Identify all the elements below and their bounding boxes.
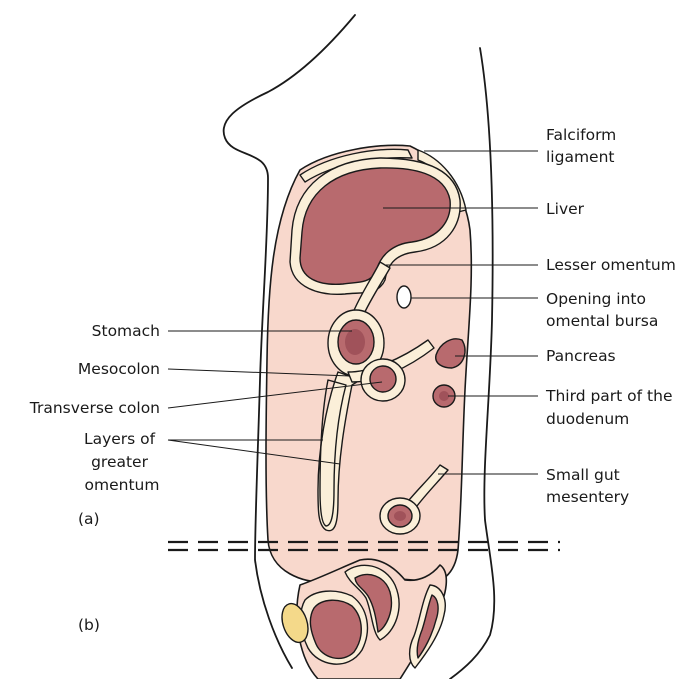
label-panel-a: (a) — [78, 510, 100, 528]
label-stomach: Stomach — [92, 322, 160, 340]
omental-bursa-opening — [397, 286, 411, 308]
small-gut-lumen — [394, 511, 406, 521]
label-greater-omentum: Layers of greater omentum — [84, 430, 160, 494]
label-small-gut: Small gut mesentery — [546, 466, 629, 506]
label-transverse-colon: Transverse colon — [29, 399, 160, 417]
label-falciform: Falciform ligament — [546, 126, 621, 166]
label-mesocolon: Mesocolon — [78, 360, 160, 378]
label-duodenum: Third part of the duodenum — [545, 387, 677, 428]
label-lesser-omentum: Lesser omentum — [546, 256, 676, 274]
label-liver: Liver — [546, 200, 585, 218]
label-opening: Opening into omental bursa — [546, 290, 658, 330]
transverse-colon — [370, 366, 396, 392]
stomach-lumen — [345, 329, 365, 355]
duodenum-lumen — [439, 391, 449, 401]
label-panel-b: (b) — [78, 616, 100, 634]
label-pancreas: Pancreas — [546, 347, 616, 365]
